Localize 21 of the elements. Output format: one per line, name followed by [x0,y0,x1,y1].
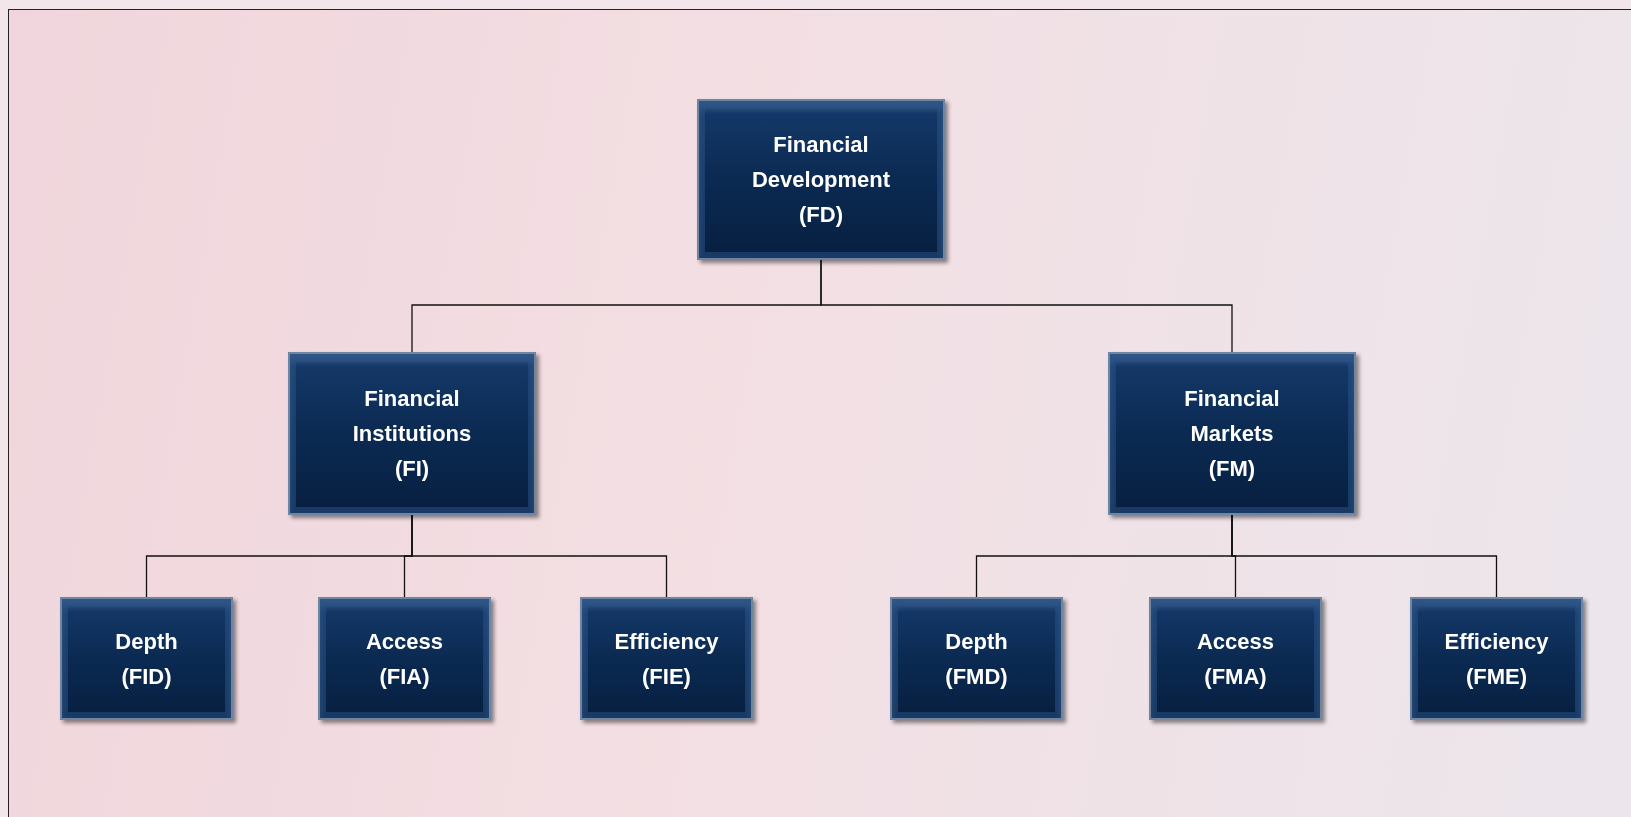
box-label: Depth (FID) [115,627,178,691]
org-chart-box [288,352,536,515]
box-label: Depth (FMD) [945,627,1008,691]
org-chart-box [60,597,233,720]
box-label: Efficiency (FIE) [614,627,719,691]
connector-line [411,514,668,598]
org-chart-box [697,99,945,260]
box-label: Financial Development (FD) [751,131,891,229]
org-chart-box [580,597,753,720]
connector-line [1231,514,1498,598]
box-label: Efficiency (FME) [1444,627,1549,691]
box-label: Financial Markets (FM) [1184,385,1280,483]
box-label: Access (FIA) [365,627,444,691]
org-chart-box [318,597,491,720]
org-chart-box [1149,597,1322,720]
box-label: Financial Institutions (FI) [352,385,472,483]
org-chart-box [1108,352,1356,515]
box-label: Access (FMA) [1196,627,1275,691]
org-chart-box [1410,597,1583,720]
connector-line [820,259,1233,353]
org-chart-box [890,597,1063,720]
